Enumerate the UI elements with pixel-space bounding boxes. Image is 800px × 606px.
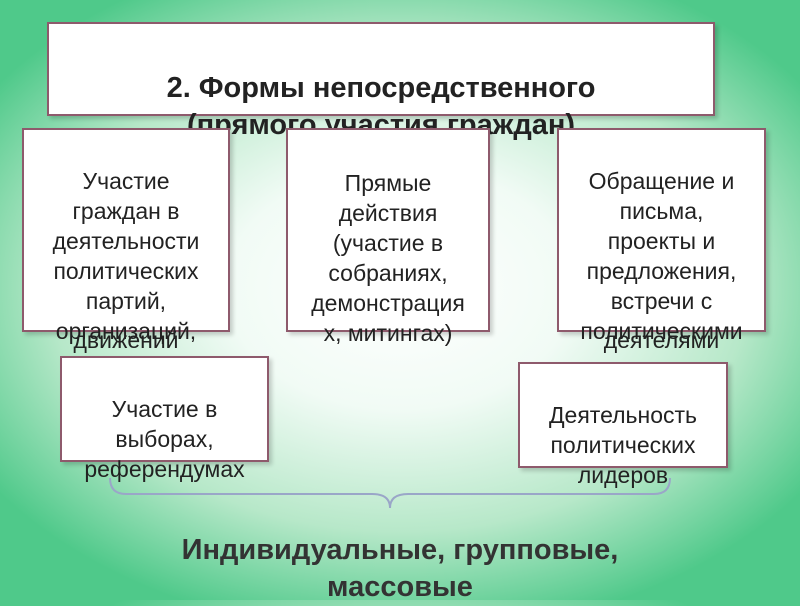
box-direct-actions: Прямые действия (участие в собраниях, де… — [286, 128, 490, 346]
box-leaders-text: Деятельность политических лидеров — [548, 402, 698, 488]
grouping-brace — [109, 477, 671, 509]
box-direct-actions-text: Прямые действия (участие в собраниях, де… — [311, 170, 465, 346]
box-elections: Участие в выборах, референдумах — [60, 356, 269, 482]
box-party-participation-overflow: движений — [73, 327, 179, 353]
diagram-title-box: 2. Формы непосредственного (прямого учас… — [47, 22, 715, 141]
box-appeals-text: Обращение и письма, проекты и предложени… — [580, 168, 743, 344]
box-appeals: Обращение и письма, проекты и предложени… — [557, 128, 766, 344]
box-leaders: Деятельность политических лидеров — [518, 362, 728, 488]
box-elections-text: Участие в выборах, референдумах — [84, 396, 245, 482]
box-party-participation: Участие граждан в деятельности политичес… — [22, 128, 230, 344]
brace-path — [109, 477, 671, 509]
box-party-participation-text: Участие граждан в деятельности политичес… — [52, 168, 200, 344]
box-appeals-overflow: деятелями — [603, 327, 720, 353]
forms-summary-text: Индивидуальные, групповые, массовые — [181, 534, 619, 603]
